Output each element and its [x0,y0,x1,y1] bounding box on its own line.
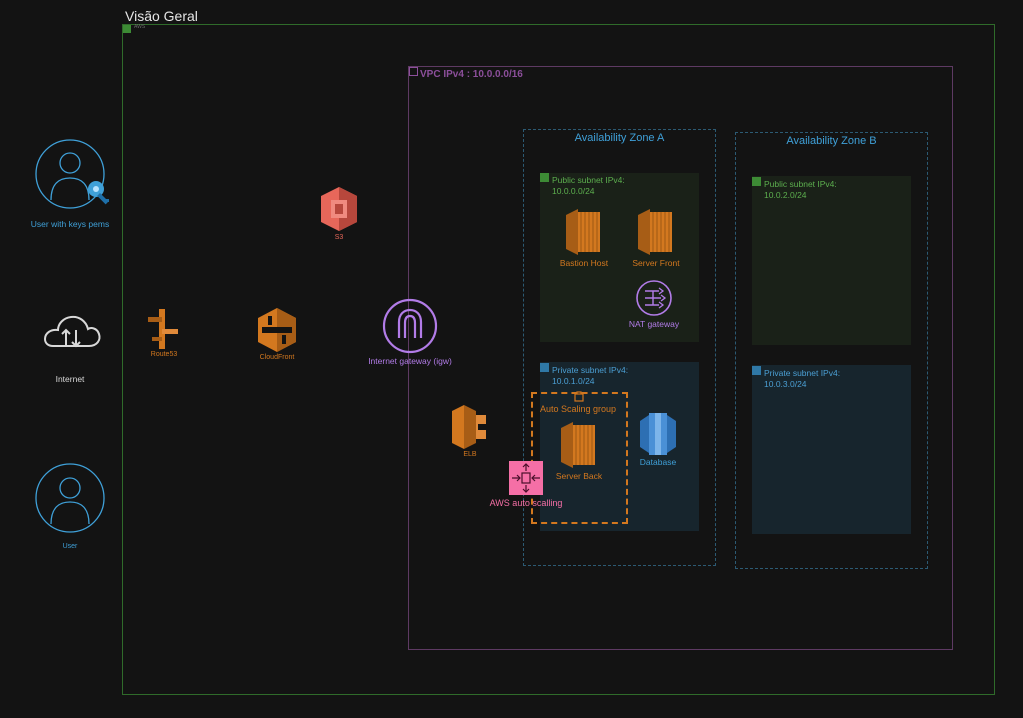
private-subnet-b-cidr: 10.0.3.0/24 [764,379,807,389]
internet-cloud-icon[interactable] [39,312,103,354]
public-subnet-b[interactable] [752,176,911,345]
vpc-title: VPC IPv4 : 10.0.0.0/16 [420,69,523,80]
database-label: Database [639,457,677,467]
bastion-host-label: Bastion Host [559,258,609,268]
bastion-host-ec2-icon[interactable] [566,209,602,255]
nat-gateway-label: NAT gateway [628,319,680,329]
auto-scaling-group-icon [574,391,584,402]
cloudfront-icon[interactable] [258,308,296,352]
private-subnet-a-title: Private subnet IPv4: [552,365,629,375]
internet-gateway-icon[interactable] [382,298,438,354]
database-rds-icon[interactable] [640,413,676,455]
internet-gateway-label: Internet gateway (igw) [368,356,452,366]
vpc-group[interactable] [408,66,953,650]
public-subnet-a-cidr: 10.0.0.0/24 [552,186,595,196]
availability-zone-a[interactable] [523,129,716,566]
aws-cloud-icon [123,25,131,33]
private-subnet-b[interactable] [752,365,911,534]
vpc-icon [409,67,418,76]
private-subnet-icon [540,363,549,372]
server-front-label: Server Front [632,258,680,268]
user-icon[interactable] [34,458,106,542]
key-icon [88,181,109,205]
user-with-keys-icon[interactable] [35,132,107,216]
availability-zone-a-label: Availability Zone A [574,132,665,144]
public-subnet-b-cidr: 10.0.2.0/24 [764,190,807,200]
user-label: User [62,543,78,550]
private-subnet-b-title: Private subnet IPv4: [764,368,841,378]
server-front-ec2-icon[interactable] [638,209,674,255]
s3-label: S3 [334,234,344,241]
auto-scaling-group[interactable] [531,392,628,524]
public-subnet-b-title: Public subnet IPv4: [764,179,837,189]
aws-auto-scaling-icon[interactable] [509,461,543,495]
user-with-keys-label: User with keys pems [30,219,110,229]
route53-icon[interactable] [148,309,180,349]
diagram-title: Visão Geral [125,8,198,24]
aws-cloud-group[interactable] [122,24,995,695]
public-subnet-icon [540,173,549,182]
nat-gateway-icon[interactable] [634,280,674,320]
elb-label: ELB [463,451,477,458]
aws-cloud-tag: AWS [134,24,146,30]
elb-icon[interactable] [452,405,488,449]
auto-scaling-group-label: Auto Scaling group [540,404,617,414]
server-back-ec2-icon[interactable] [561,422,597,468]
route53-label: Route53 [150,351,178,358]
internet-label: Internet [55,374,85,384]
s3-bucket-icon[interactable] [321,187,357,231]
availability-zone-b-label: Availability Zone B [786,135,877,147]
public-subnet-a[interactable] [540,173,699,342]
availability-zone-b[interactable] [735,132,928,569]
public-subnet-icon [752,177,761,186]
private-subnet-icon [752,366,761,375]
public-subnet-a-title: Public subnet IPv4: [552,175,625,185]
cloudfront-label: CloudFront [259,354,295,361]
server-back-label: Server Back [555,471,603,481]
aws-auto-scaling-label: AWS auto scalling [489,498,563,508]
private-subnet-a-cidr: 10.0.1.0/24 [552,376,595,386]
